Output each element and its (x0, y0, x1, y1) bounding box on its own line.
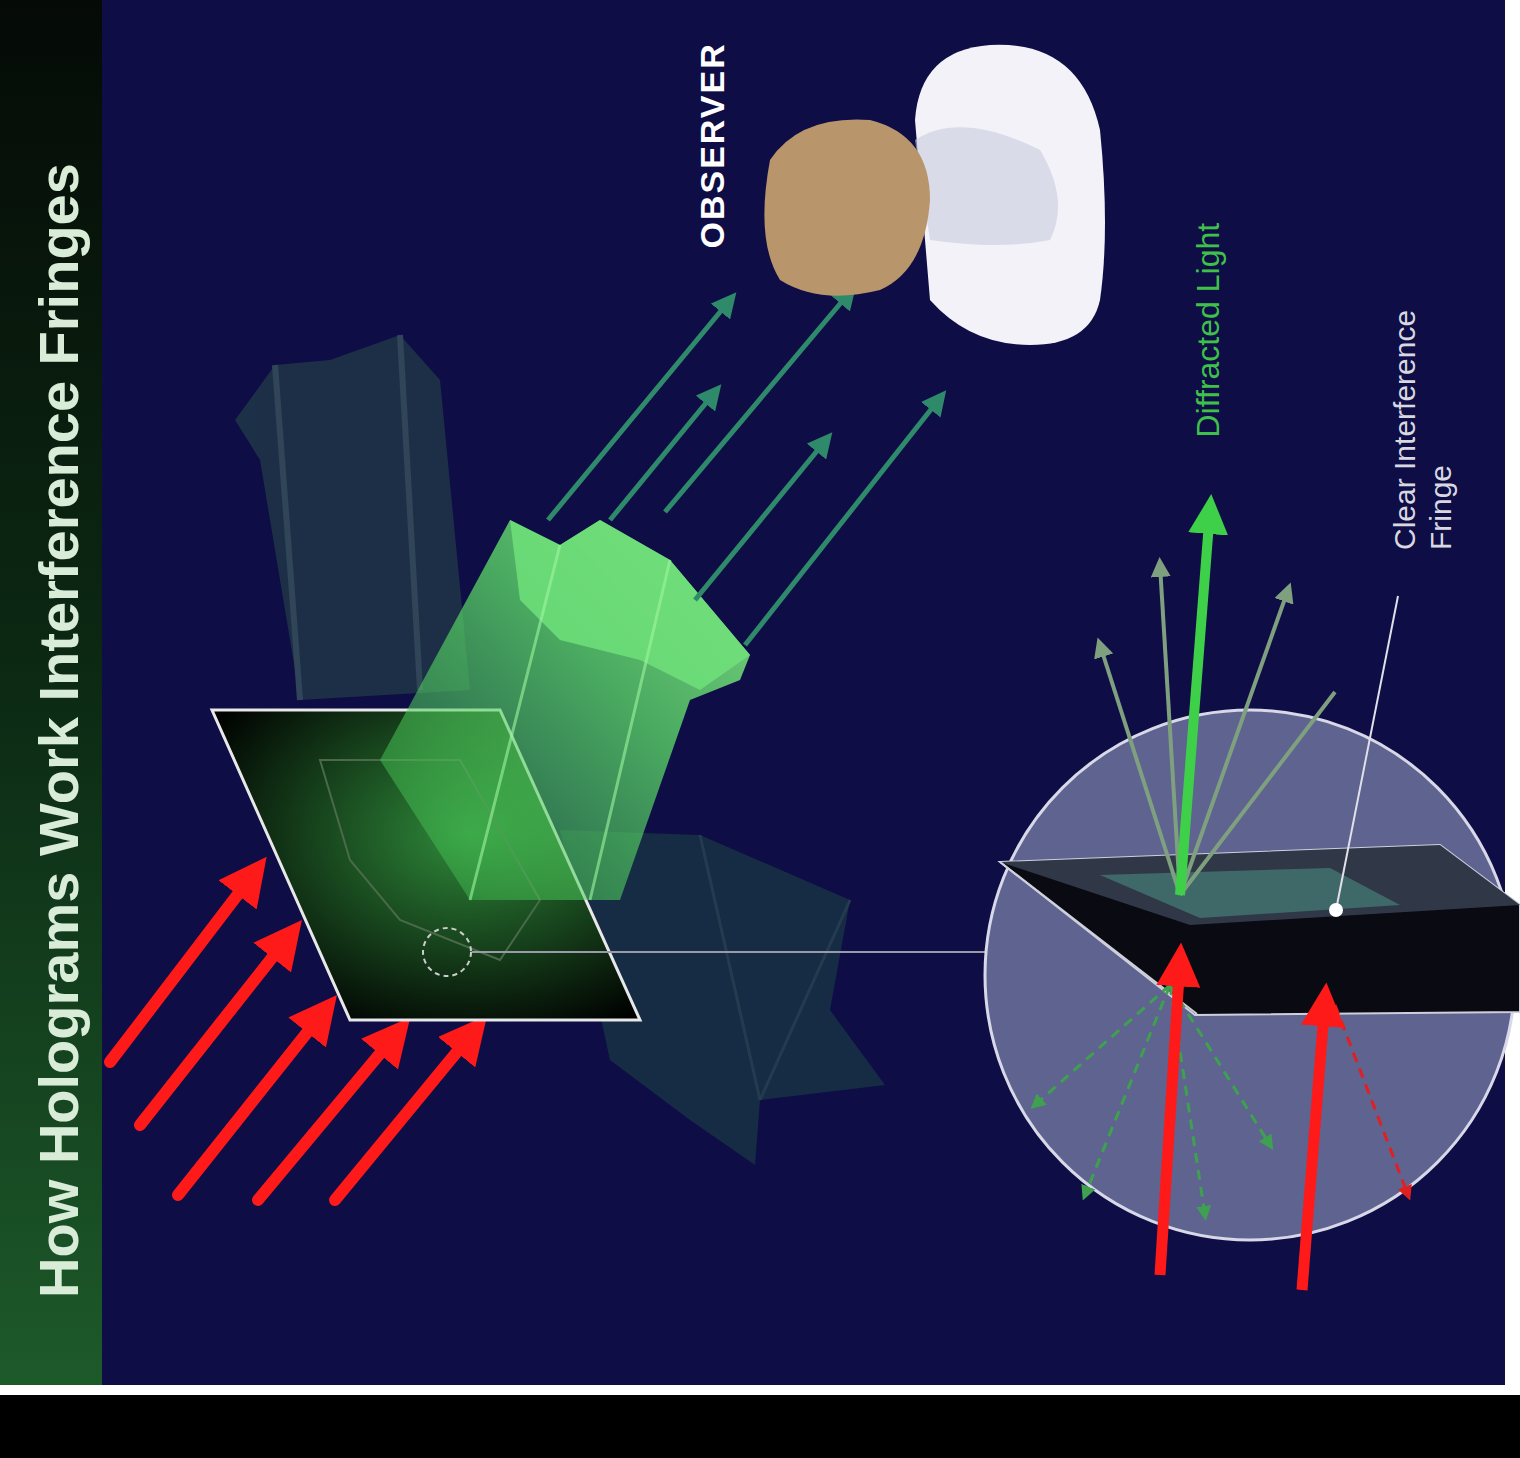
leader-dot (1329, 903, 1343, 917)
diffracted-ray (548, 292, 940, 645)
leader-line (1337, 596, 1398, 905)
title-strip (0, 0, 102, 1385)
bottom-band (0, 1395, 1520, 1458)
diagram-title: How Holograms Work Interference Fringes (26, 163, 91, 1298)
observer-figure (764, 45, 1105, 345)
zoom-inset (985, 710, 1520, 1240)
transmitted-ray (1035, 985, 1408, 1215)
zoom-marker (423, 928, 471, 976)
reference-beam (1160, 960, 1325, 1290)
virtual-image (380, 520, 750, 900)
ghost-image (235, 335, 470, 700)
ray-label: Diffracted Light (1189, 223, 1227, 438)
diffracted-ray (1100, 510, 1335, 895)
zoom-line (472, 951, 985, 953)
fringe-label: Clear Interference Fringe (1387, 250, 1459, 550)
observer-label: OBSERVER (692, 42, 733, 248)
